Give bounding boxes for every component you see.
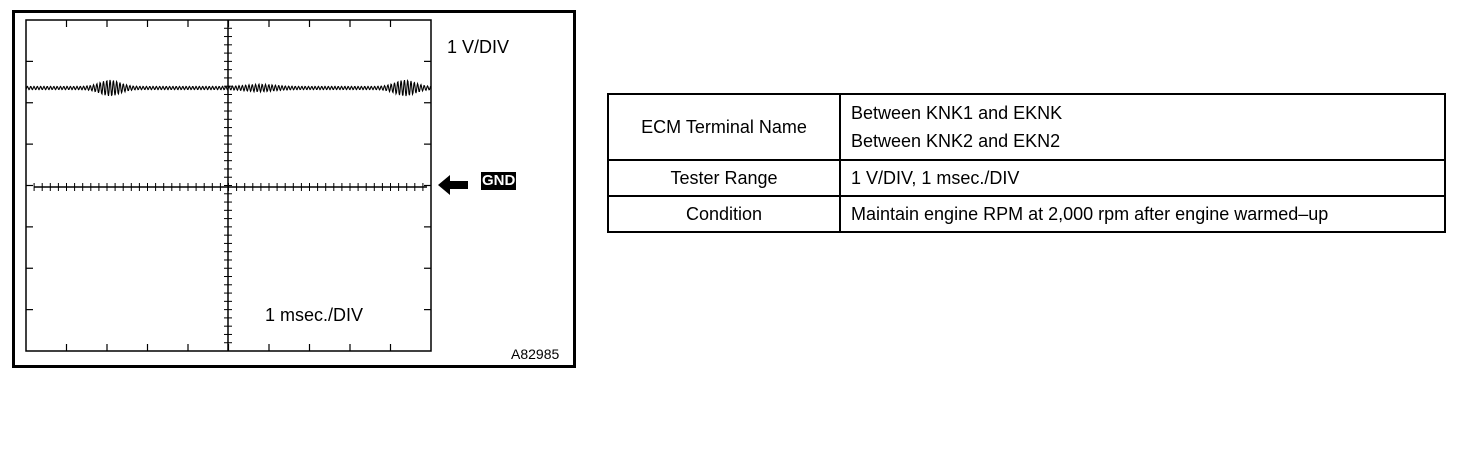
ground-marker: GND [436, 171, 532, 199]
table-row: ECM Terminal Name Between KNK1 and EKNK … [607, 93, 1446, 161]
value-line: Between KNK1 and EKNK [851, 103, 1063, 123]
row-value-cell: Maintain engine RPM at 2,000 rpm after e… [839, 195, 1446, 233]
row-value-cell: 1 V/DIV, 1 msec./DIV [839, 159, 1446, 197]
spec-table: ECM Terminal Name Between KNK1 and EKNK … [607, 93, 1446, 233]
table-row: Tester Range 1 V/DIV, 1 msec./DIV [607, 159, 1446, 197]
oscilloscope-figure: 1 V/DIV 1 msec./DIV A82985 GND [12, 10, 576, 368]
table-row: Condition Maintain engine RPM at 2,000 r… [607, 195, 1446, 233]
ground-label: GND [481, 172, 517, 190]
value-line: Between KNK2 and EKN2 [851, 131, 1061, 151]
left-arrow-icon [438, 175, 468, 195]
voltage-div-label: 1 V/DIV [447, 37, 510, 57]
row-name-cell: Condition [607, 195, 841, 233]
row-name-cell: ECM Terminal Name [607, 93, 841, 161]
row-name-cell: Tester Range [607, 159, 841, 197]
knock-waveform [25, 79, 432, 97]
figure-id: A82985 [511, 346, 560, 362]
row-value-cell: Between KNK1 and EKNK Between KNK2 and E… [839, 93, 1446, 161]
time-div-label: 1 msec./DIV [265, 305, 364, 325]
oscilloscope-screen [25, 19, 432, 352]
